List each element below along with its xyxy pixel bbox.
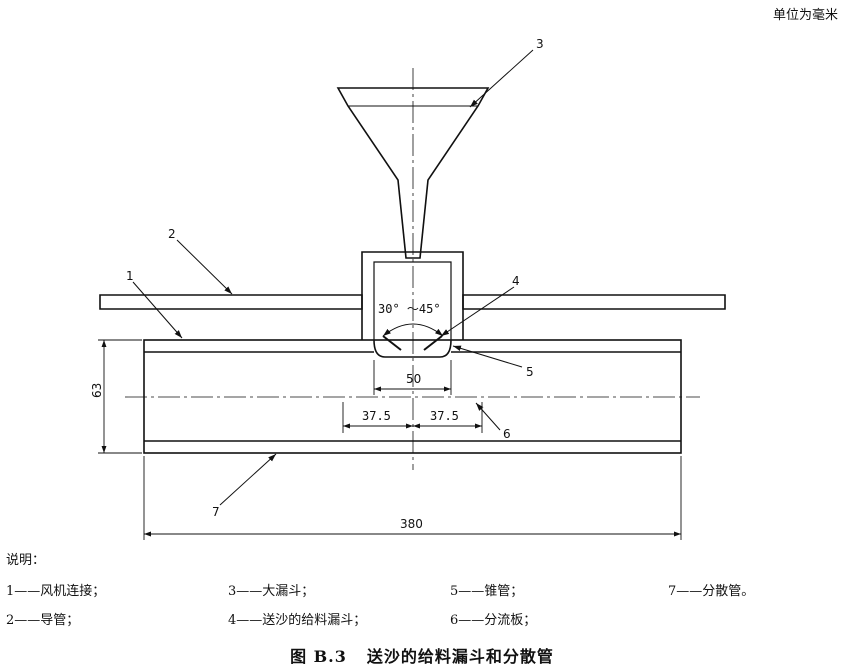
dim-37-5-left-label: 37.5 [362,409,391,423]
legend-item-3: 3——大漏斗； [228,584,315,599]
figure-title: 送沙的给料漏斗和分散管 [366,647,554,666]
figure-number: 图 B.3 [290,647,347,666]
feed-hopper [361,251,464,340]
dim-50-label: 50 [406,372,421,386]
feed-hopper-inner [373,261,452,340]
leader-3 [469,49,534,108]
legend-item-7: 7——分散管。 [668,584,755,599]
legend-title: 说明： [6,553,46,568]
angle-label: 30° ～45° [378,302,441,316]
dispersion-pipe [143,339,682,454]
figure-caption: 图 B.3 送沙的给料漏斗和分散管 [0,643,844,667]
leader-7 [219,453,277,506]
unit-note: 单位为毫米 [772,8,838,23]
leader-6 [475,402,501,431]
legend-item-5: 5——锥管； [450,584,524,599]
callout-7-label: 7 [212,505,220,519]
callout-1-label: 1 [126,269,134,283]
leader-1 [132,281,183,339]
callout-2-label: 2 [168,227,176,241]
dim-380-label: 380 [400,517,423,531]
legend-item-4: 4——送沙的给料漏斗； [228,613,367,628]
technical-drawing: 3 2 1 4 5 6 7 30° ～45° 50 37.5 37.5 63 3… [90,37,726,540]
air-pipe-right [462,294,726,310]
callout-6-label: 6 [503,427,511,441]
legend-item-1: 1——风机连接； [6,584,106,599]
legend-item-6: 6——分流板； [450,613,537,628]
deflector-left [382,335,402,351]
callout-4-label: 4 [512,274,520,288]
dim-37-5-right-label: 37.5 [430,409,459,423]
angle-arc [382,323,444,337]
funnel-neck-left [397,179,407,259]
dim-63-label: 63 [90,383,104,398]
legend-item-2: 2——导管； [6,613,80,628]
leader-2 [176,239,233,295]
leader-4 [440,286,515,337]
deflector-right [423,335,443,351]
callout-3-label: 3 [536,37,544,51]
funnel-neck-right [419,179,429,259]
leader-5 [452,345,523,368]
callout-5-label: 5 [526,365,534,379]
cone-bottom [373,339,452,358]
air-pipe-left [99,294,363,310]
